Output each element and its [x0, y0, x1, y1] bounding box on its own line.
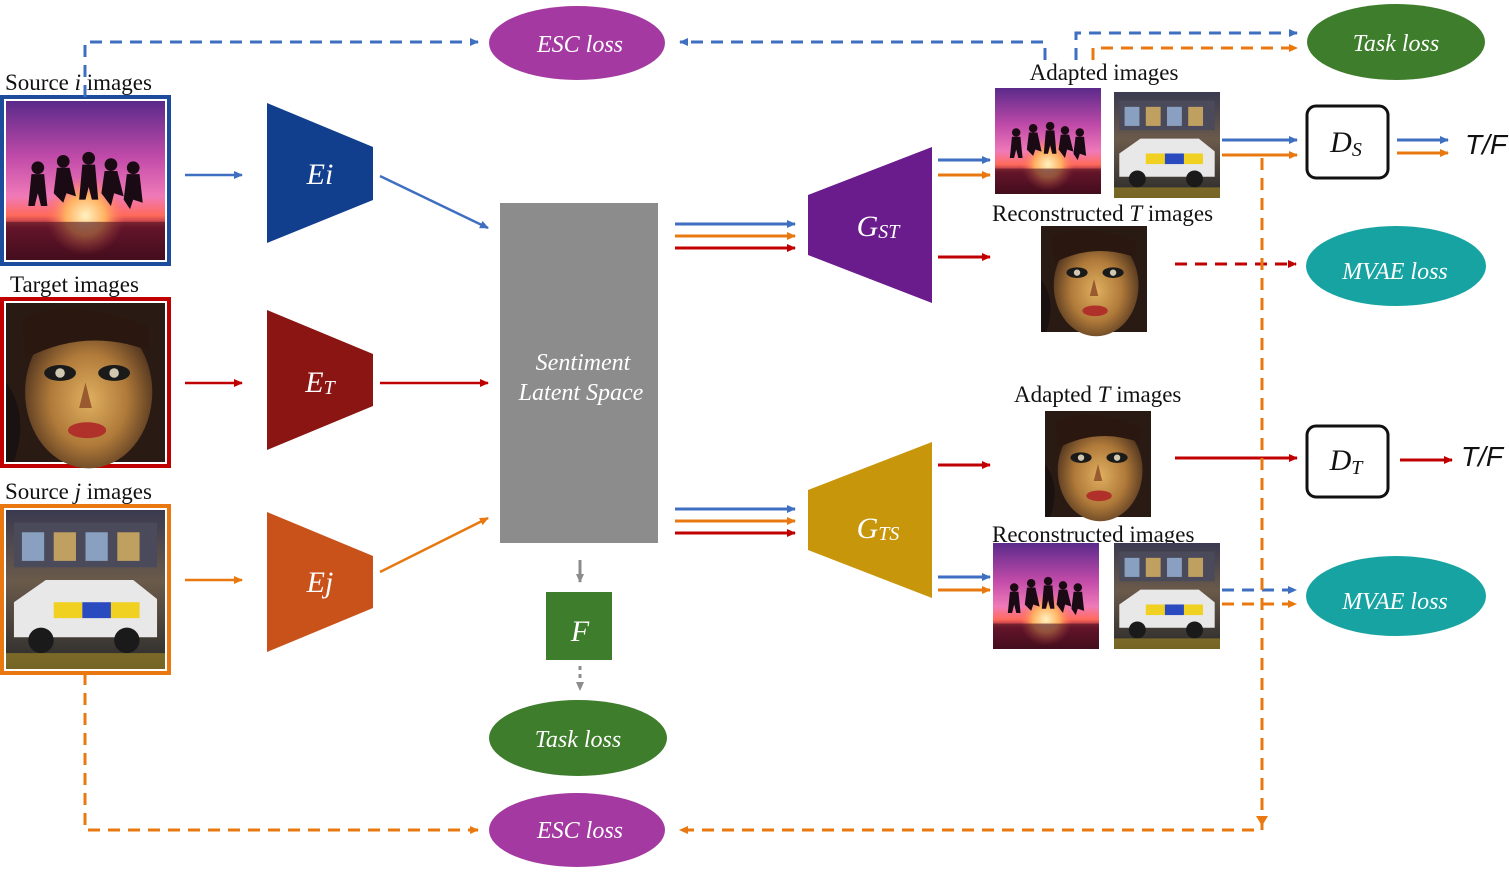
source-i-image	[0, 95, 171, 266]
svg-text:Ej: Ej	[306, 566, 334, 599]
svg-text:MVAE loss: MVAE loss	[1341, 589, 1448, 615]
svg-text:DS: DS	[1329, 126, 1362, 161]
dashed-src-j-to-esc	[83, 673, 479, 834]
dashed-corner-arrowhead	[1256, 816, 1268, 826]
classifier-f: F	[546, 592, 612, 660]
source-j-label: Source j images	[5, 479, 152, 504]
dashed-adapted-to-task-blue	[1074, 29, 1298, 60]
source-i-label: Source i images	[5, 70, 152, 95]
svg-text:Task loss: Task loss	[535, 727, 621, 753]
esc-loss-top: ESC loss	[489, 6, 665, 80]
svg-text:ET: ET	[304, 366, 336, 399]
arrows-latent-to-gts	[675, 505, 796, 537]
arrow-ej-to-latent	[379, 516, 489, 574]
dashed-adapted-to-esc	[679, 38, 1047, 60]
reconstructed-images-label: Reconstructed images	[992, 522, 1195, 547]
target-images-label: Target images	[10, 272, 139, 297]
dashed-adapted-to-esc-bottom	[679, 158, 1264, 834]
adapted-t-label: Adapted T images	[1014, 382, 1181, 407]
mvae-loss-bottom: MVAE loss	[1306, 556, 1486, 636]
reconstructed-image-2	[1114, 543, 1220, 649]
svg-text:Ei: Ei	[306, 158, 334, 191]
svg-text:MVAE loss: MVAE loss	[1341, 259, 1448, 285]
task-loss-bottom: Task loss	[489, 700, 667, 776]
esc-loss-bottom: ESC loss	[489, 793, 665, 867]
encoder-ei: Ei	[267, 103, 373, 243]
target-image	[0, 297, 171, 469]
svg-text:ESC loss: ESC loss	[536, 32, 623, 58]
svg-text:GST: GST	[857, 210, 902, 243]
mvae-loss-top: MVAE loss	[1306, 226, 1486, 306]
discriminator-ds: DS	[1305, 104, 1390, 180]
svg-text:Latent Space: Latent Space	[518, 380, 644, 406]
adapted-image-1	[995, 88, 1101, 194]
encoder-ej: Ej	[267, 512, 373, 652]
generator-gst: GST	[808, 147, 932, 303]
encoder-et: ET	[267, 310, 373, 450]
reconstructed-image-1	[993, 543, 1099, 649]
svg-text:GTS: GTS	[857, 512, 900, 545]
svg-text:ESC loss: ESC loss	[536, 818, 623, 844]
source-j-image	[0, 504, 171, 675]
reconstructed-t-label: Reconstructed T images	[992, 201, 1213, 226]
adapted-t-image	[1045, 411, 1151, 522]
arrows-latent-to-gst	[675, 220, 796, 252]
svg-text:Sentiment: Sentiment	[536, 350, 632, 376]
dt-output: T/F	[1461, 441, 1505, 472]
svg-text:F: F	[570, 615, 590, 648]
arrow-ei-to-latent	[379, 174, 489, 230]
ds-output: T/F	[1465, 129, 1509, 160]
adapted-image-2	[1114, 92, 1220, 198]
discriminator-dt: DT	[1305, 424, 1390, 499]
sentiment-latent-space: Sentiment Latent Space	[500, 203, 658, 543]
svg-text:DT: DT	[1329, 444, 1365, 479]
task-loss-top: Task loss	[1307, 4, 1485, 80]
adapted-images-label: Adapted images	[1030, 60, 1179, 85]
reconstructed-t-image	[1041, 226, 1147, 337]
generator-gts: GTS	[808, 442, 932, 598]
svg-text:Task loss: Task loss	[1353, 31, 1439, 57]
dashed-adapted-to-task-orange	[1091, 44, 1298, 60]
